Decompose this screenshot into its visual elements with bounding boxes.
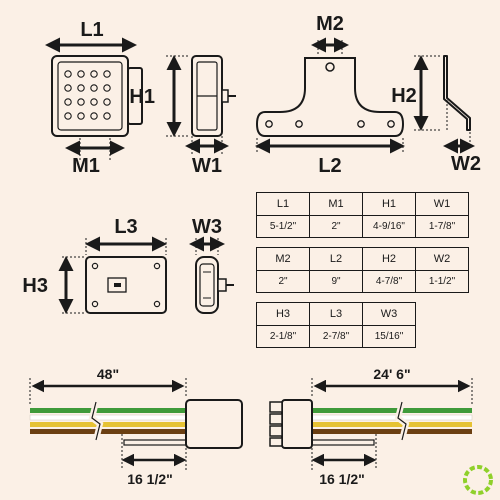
- spec-table-2: M2 L2 H2 W2 2" 9" 4-7/8" 1-1/2": [256, 247, 469, 293]
- main-light-side: [166, 55, 236, 156]
- mounting-bracket-front: [255, 40, 405, 152]
- main-light-front: [51, 55, 143, 160]
- spec-header-h1: H1: [362, 192, 416, 216]
- spec-header-w2: W2: [415, 247, 469, 271]
- spec-value-w2: 1-1/2": [415, 270, 469, 293]
- spec-header-l1: L1: [256, 192, 310, 216]
- spec-header-m1: M1: [309, 192, 363, 216]
- wire-left-bottom-label: 16 1/2": [127, 471, 173, 487]
- spec-value-l2: 9": [309, 270, 363, 293]
- l2-label: L2: [318, 155, 341, 177]
- spec-value-h2: 4-7/8": [362, 270, 416, 293]
- spec-value-m1: 2": [309, 215, 363, 238]
- marker-light-side: [195, 238, 234, 314]
- spec-header-h2: H2: [362, 247, 416, 271]
- wire-right-bottom-label: 16 1/2": [319, 471, 365, 487]
- spec-value-h3: 2-1/8": [256, 325, 310, 348]
- spec-header-l3: L3: [309, 302, 363, 326]
- marker-light-front: [62, 238, 167, 314]
- wire-left-top-label: 48": [97, 366, 119, 382]
- w3-label: W3: [192, 216, 222, 238]
- wire-harness-right: [269, 378, 473, 470]
- spec-value-h1: 4-9/16": [362, 215, 416, 238]
- spec-table-1: L1 M1 H1 W1 5-1/2" 2" 4-9/16" 1-7/8": [256, 192, 469, 238]
- spec-table-3: H3 L3 W3 2-1/8" 2-7/8" 15/16": [256, 302, 416, 348]
- m2-label: M2: [316, 13, 344, 35]
- l3-label: L3: [114, 216, 137, 238]
- l1-label: L1: [80, 19, 103, 41]
- h3-label: H3: [22, 275, 48, 297]
- spec-value-w3: 15/16": [362, 325, 416, 348]
- h2-label: H2: [391, 85, 417, 107]
- wire-right-top-label: 24' 6": [373, 366, 410, 382]
- spec-header-m2: M2: [256, 247, 310, 271]
- spec-value-l3: 2-7/8": [309, 325, 363, 348]
- brand-logo: [463, 465, 493, 495]
- spec-header-w3: W3: [362, 302, 416, 326]
- spec-value-w1: 1-7/8": [415, 215, 469, 238]
- led-grid: [64, 70, 111, 120]
- w1-label: W1: [192, 155, 222, 177]
- spec-header-h3: H3: [256, 302, 310, 326]
- spec-header-w1: W1: [415, 192, 469, 216]
- spec-value-l1: 5-1/2": [256, 215, 310, 238]
- spec-header-l2: L2: [309, 247, 363, 271]
- wire-harness-left: [29, 378, 243, 470]
- h1-label: H1: [129, 86, 155, 108]
- w2-label: W2: [451, 153, 481, 175]
- m1-label: M1: [72, 155, 100, 177]
- spec-value-m2: 2": [256, 270, 310, 293]
